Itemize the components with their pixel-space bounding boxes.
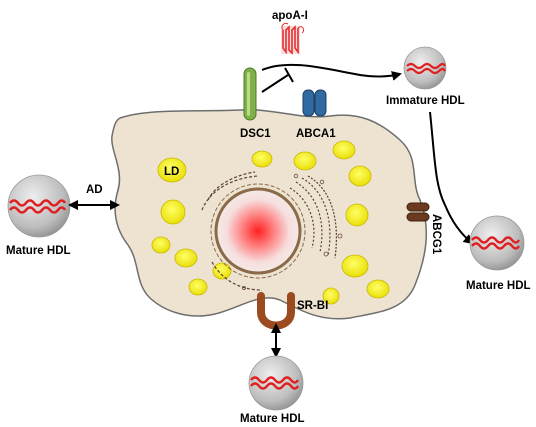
srbi-label: SR-BI — [297, 300, 328, 312]
lipid-droplet-ld — [157, 157, 187, 183]
lipid-droplets — [151, 140, 390, 305]
inhibition-bar — [284, 67, 294, 83]
dsc1-label: DSC1 — [240, 128, 271, 140]
lipid-droplet — [293, 151, 317, 171]
mature-hdl-left-label: Mature HDL — [6, 245, 71, 257]
lipid-droplet — [332, 140, 356, 160]
mature-hdl-particle-right — [469, 215, 525, 271]
abcg1-transporter — [406, 202, 430, 222]
apoa1-to-immature-hdl-arrow — [261, 63, 402, 81]
dsc1-receptor — [243, 67, 257, 121]
abca1-transporter — [302, 89, 327, 117]
apoa1-protein — [281, 23, 305, 55]
mature-hdl-right-label: Mature HDL — [466, 280, 531, 292]
ld-label: LD — [164, 166, 179, 178]
lipid-droplet — [341, 254, 369, 278]
nuclear-envelope-outer — [210, 183, 306, 279]
ad-label: AD — [86, 184, 103, 196]
endoplasmic-reticulum — [201, 171, 338, 291]
lipid-droplet — [251, 150, 273, 168]
nucleus — [214, 187, 302, 275]
lipid-droplet — [348, 165, 372, 187]
abca1-label: ABCA1 — [296, 128, 336, 140]
immature-to-mature-hdl-arrow — [429, 111, 474, 245]
lipid-droplet — [151, 236, 171, 254]
vesicles — [241, 173, 343, 290]
immature-hdl-label: Immature HDL — [386, 95, 465, 107]
mature-hdl-particle-bottom — [248, 355, 304, 411]
mature-hdl-particle-left — [7, 174, 71, 238]
lipid-droplet — [366, 279, 390, 299]
lipid-droplet — [188, 278, 208, 296]
immature-hdl-particle — [403, 46, 447, 90]
mature-hdl-bottom-label: Mature HDL — [240, 413, 305, 425]
apoa1-label: apoA-I — [272, 10, 308, 22]
lipid-droplet — [345, 203, 369, 227]
abcg1-label: ABCG1 — [430, 214, 442, 255]
lipid-droplet — [212, 262, 232, 280]
lipid-droplet — [160, 199, 186, 225]
dsc1-inhibition-line — [261, 74, 289, 93]
lipid-droplet — [322, 287, 340, 305]
lipid-droplet — [174, 248, 198, 268]
